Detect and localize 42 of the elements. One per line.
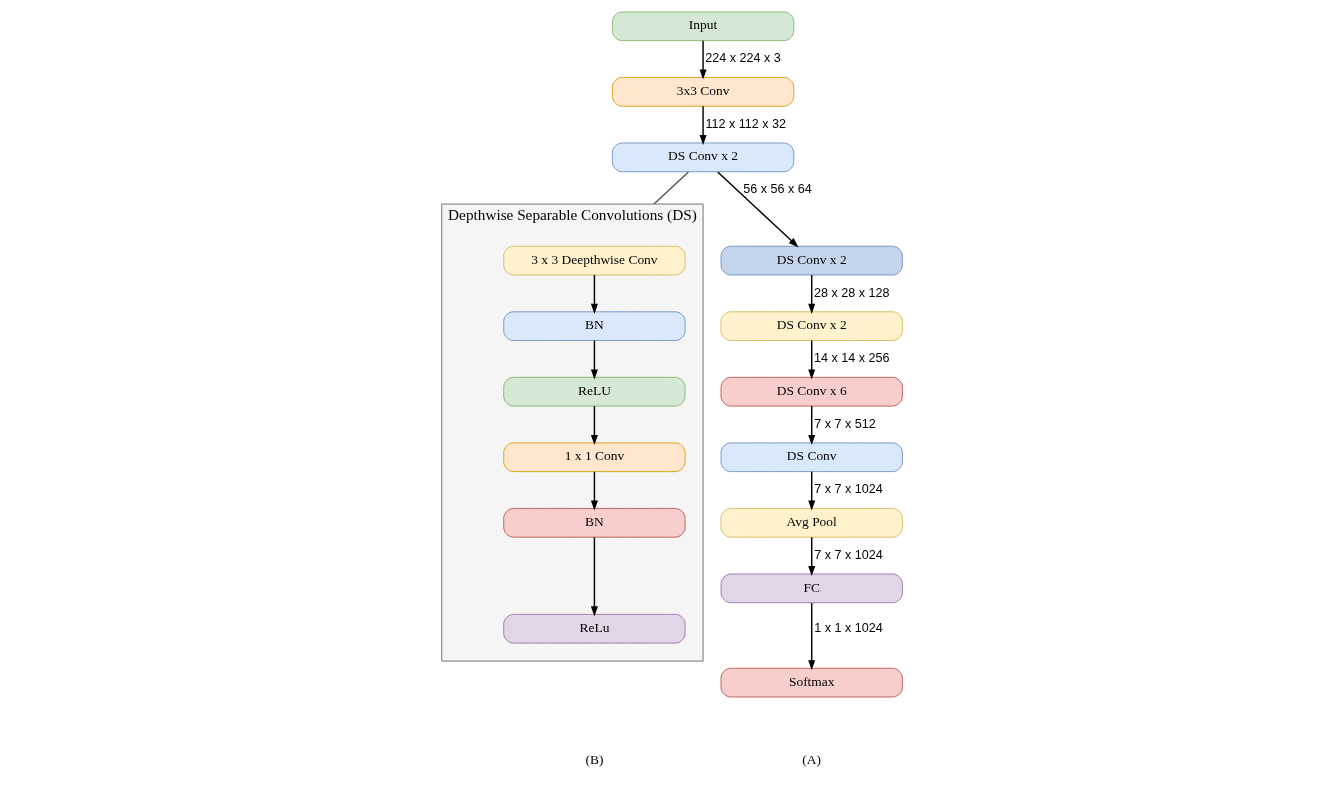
node-box: FC <box>720 573 903 604</box>
arrow <box>590 470 598 511</box>
node-box: DS Conv x 2 <box>720 245 903 276</box>
arrow <box>807 405 815 446</box>
edge-label: 28 x 28 x 128 <box>813 285 889 300</box>
node-box: DS Conv <box>720 442 903 473</box>
node-box: Input <box>611 11 794 42</box>
node-box: ReLU <box>502 376 686 407</box>
node-box: Softmax <box>720 667 903 698</box>
node-box: ReLu <box>502 613 686 644</box>
label: (A) <box>801 751 821 767</box>
arrow <box>699 105 707 146</box>
arrow <box>807 536 815 577</box>
arrow <box>807 339 815 380</box>
arrow <box>807 470 815 511</box>
node-box: 1 x 1 Conv <box>502 442 686 473</box>
edge-label: 14 x 14 x 256 <box>813 351 889 366</box>
edge-label: 224 x 224 x 3 <box>704 51 781 66</box>
arrow <box>590 405 598 446</box>
node-box: BN <box>502 508 686 538</box>
label: (B) <box>584 751 603 767</box>
arrow <box>699 39 707 80</box>
node-box: 3 x 3 Deepthwise Conv <box>502 245 686 276</box>
arrow <box>807 274 815 314</box>
node-box: DS Conv x 2 <box>611 142 794 173</box>
arrow <box>807 602 815 671</box>
arrow <box>590 339 598 380</box>
edge-label: 112 x 112 x 32 <box>704 116 786 131</box>
edge-label: 1 x 1 x 1024 <box>813 621 883 636</box>
edge-label: 7 x 7 x 512 <box>813 416 876 431</box>
node-box: Avg Pool <box>720 508 903 538</box>
edge-label: 7 x 7 x 1024 <box>813 547 883 562</box>
arrow <box>590 536 598 617</box>
arrow <box>716 171 799 248</box>
node-box: 3x3 Conv <box>611 77 794 107</box>
node-box: BN <box>502 311 686 341</box>
node-box: DS Conv x 6 <box>720 376 903 407</box>
arrow <box>590 274 598 314</box>
edge-label: 56 x 56 x 64 <box>742 182 812 197</box>
node-box: DS Conv x 2 <box>720 311 903 341</box>
edge-label: 7 x 7 x 1024 <box>813 482 883 497</box>
connector <box>652 171 689 205</box>
